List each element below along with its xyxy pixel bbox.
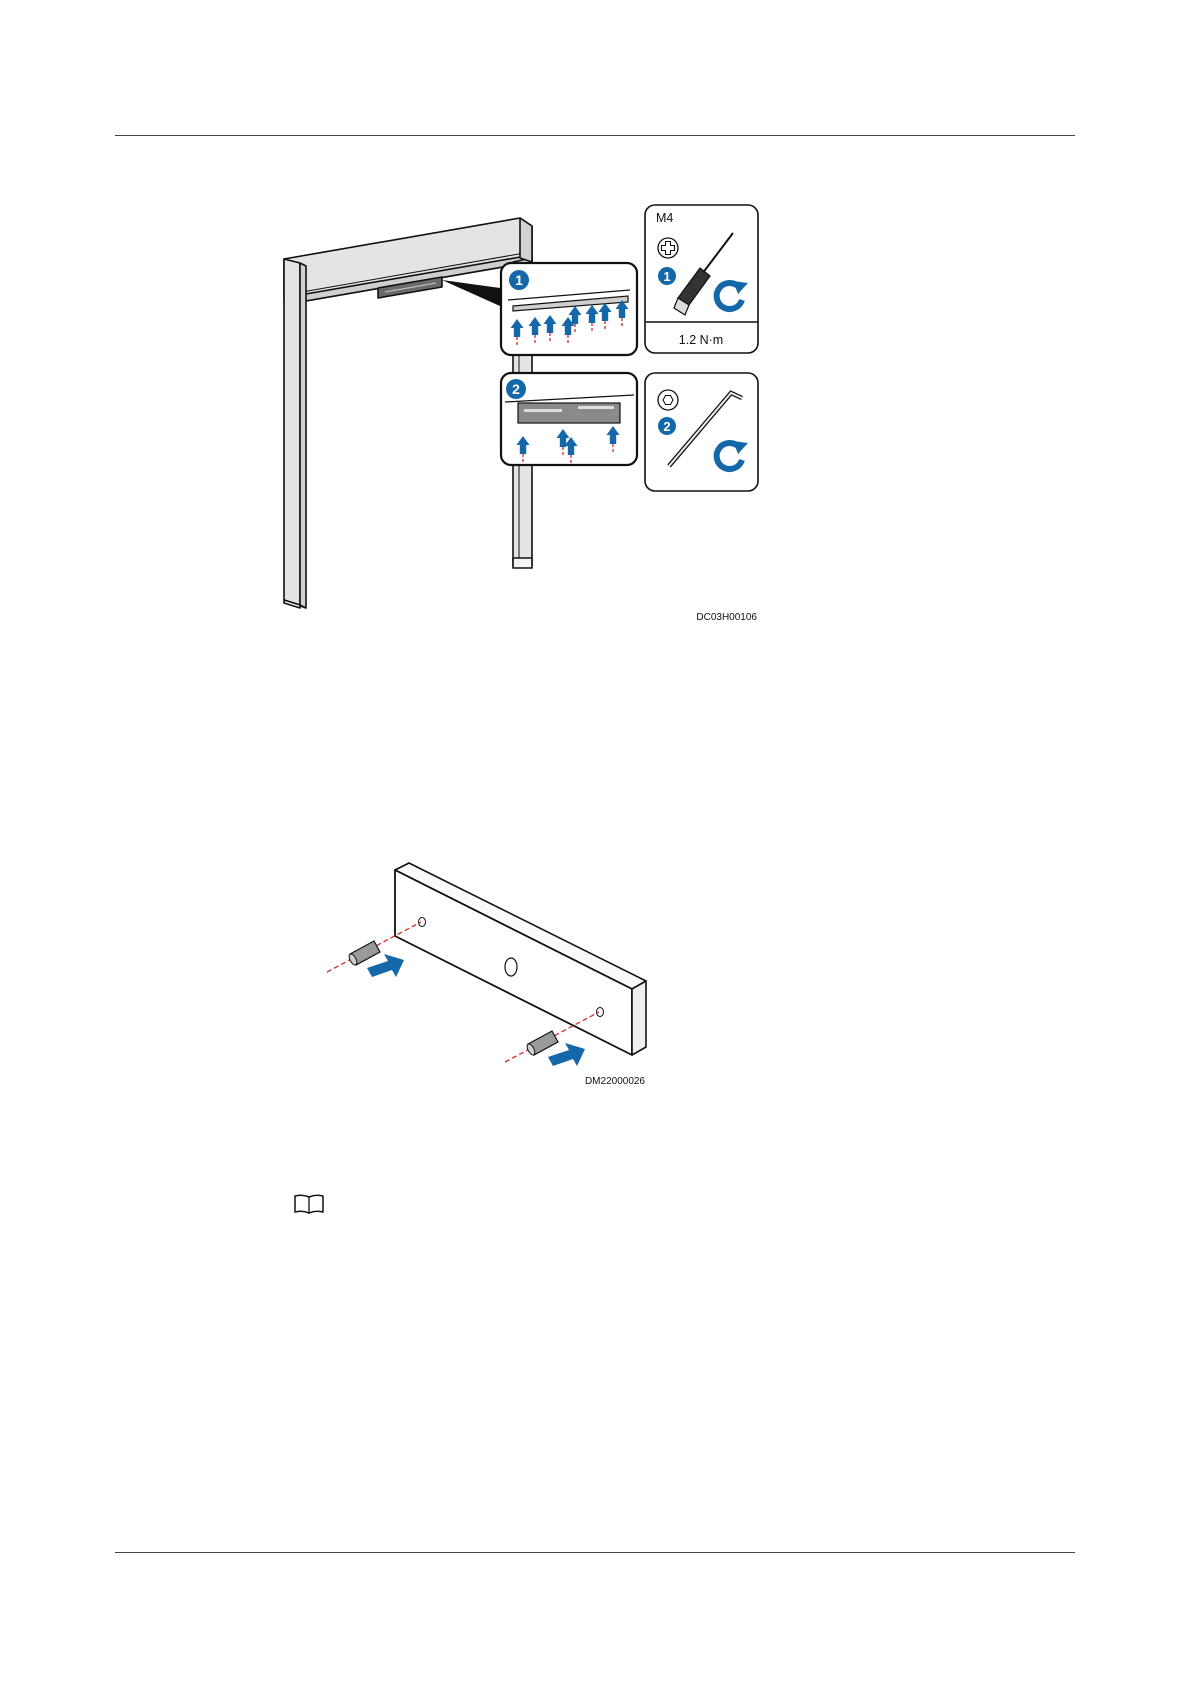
footer-rule [115, 1552, 1075, 1553]
guide-pin-left [348, 941, 380, 966]
guide-pin-right [526, 1031, 558, 1056]
insert-arrow-right [548, 1043, 585, 1066]
armature-plate-figure: DM22000026 [0, 0, 1191, 1100]
armature-plate [395, 863, 646, 1055]
insert-arrow-left [367, 954, 404, 977]
note-book-icon [293, 1193, 325, 1215]
figure-2-code: DM22000026 [585, 1076, 645, 1087]
